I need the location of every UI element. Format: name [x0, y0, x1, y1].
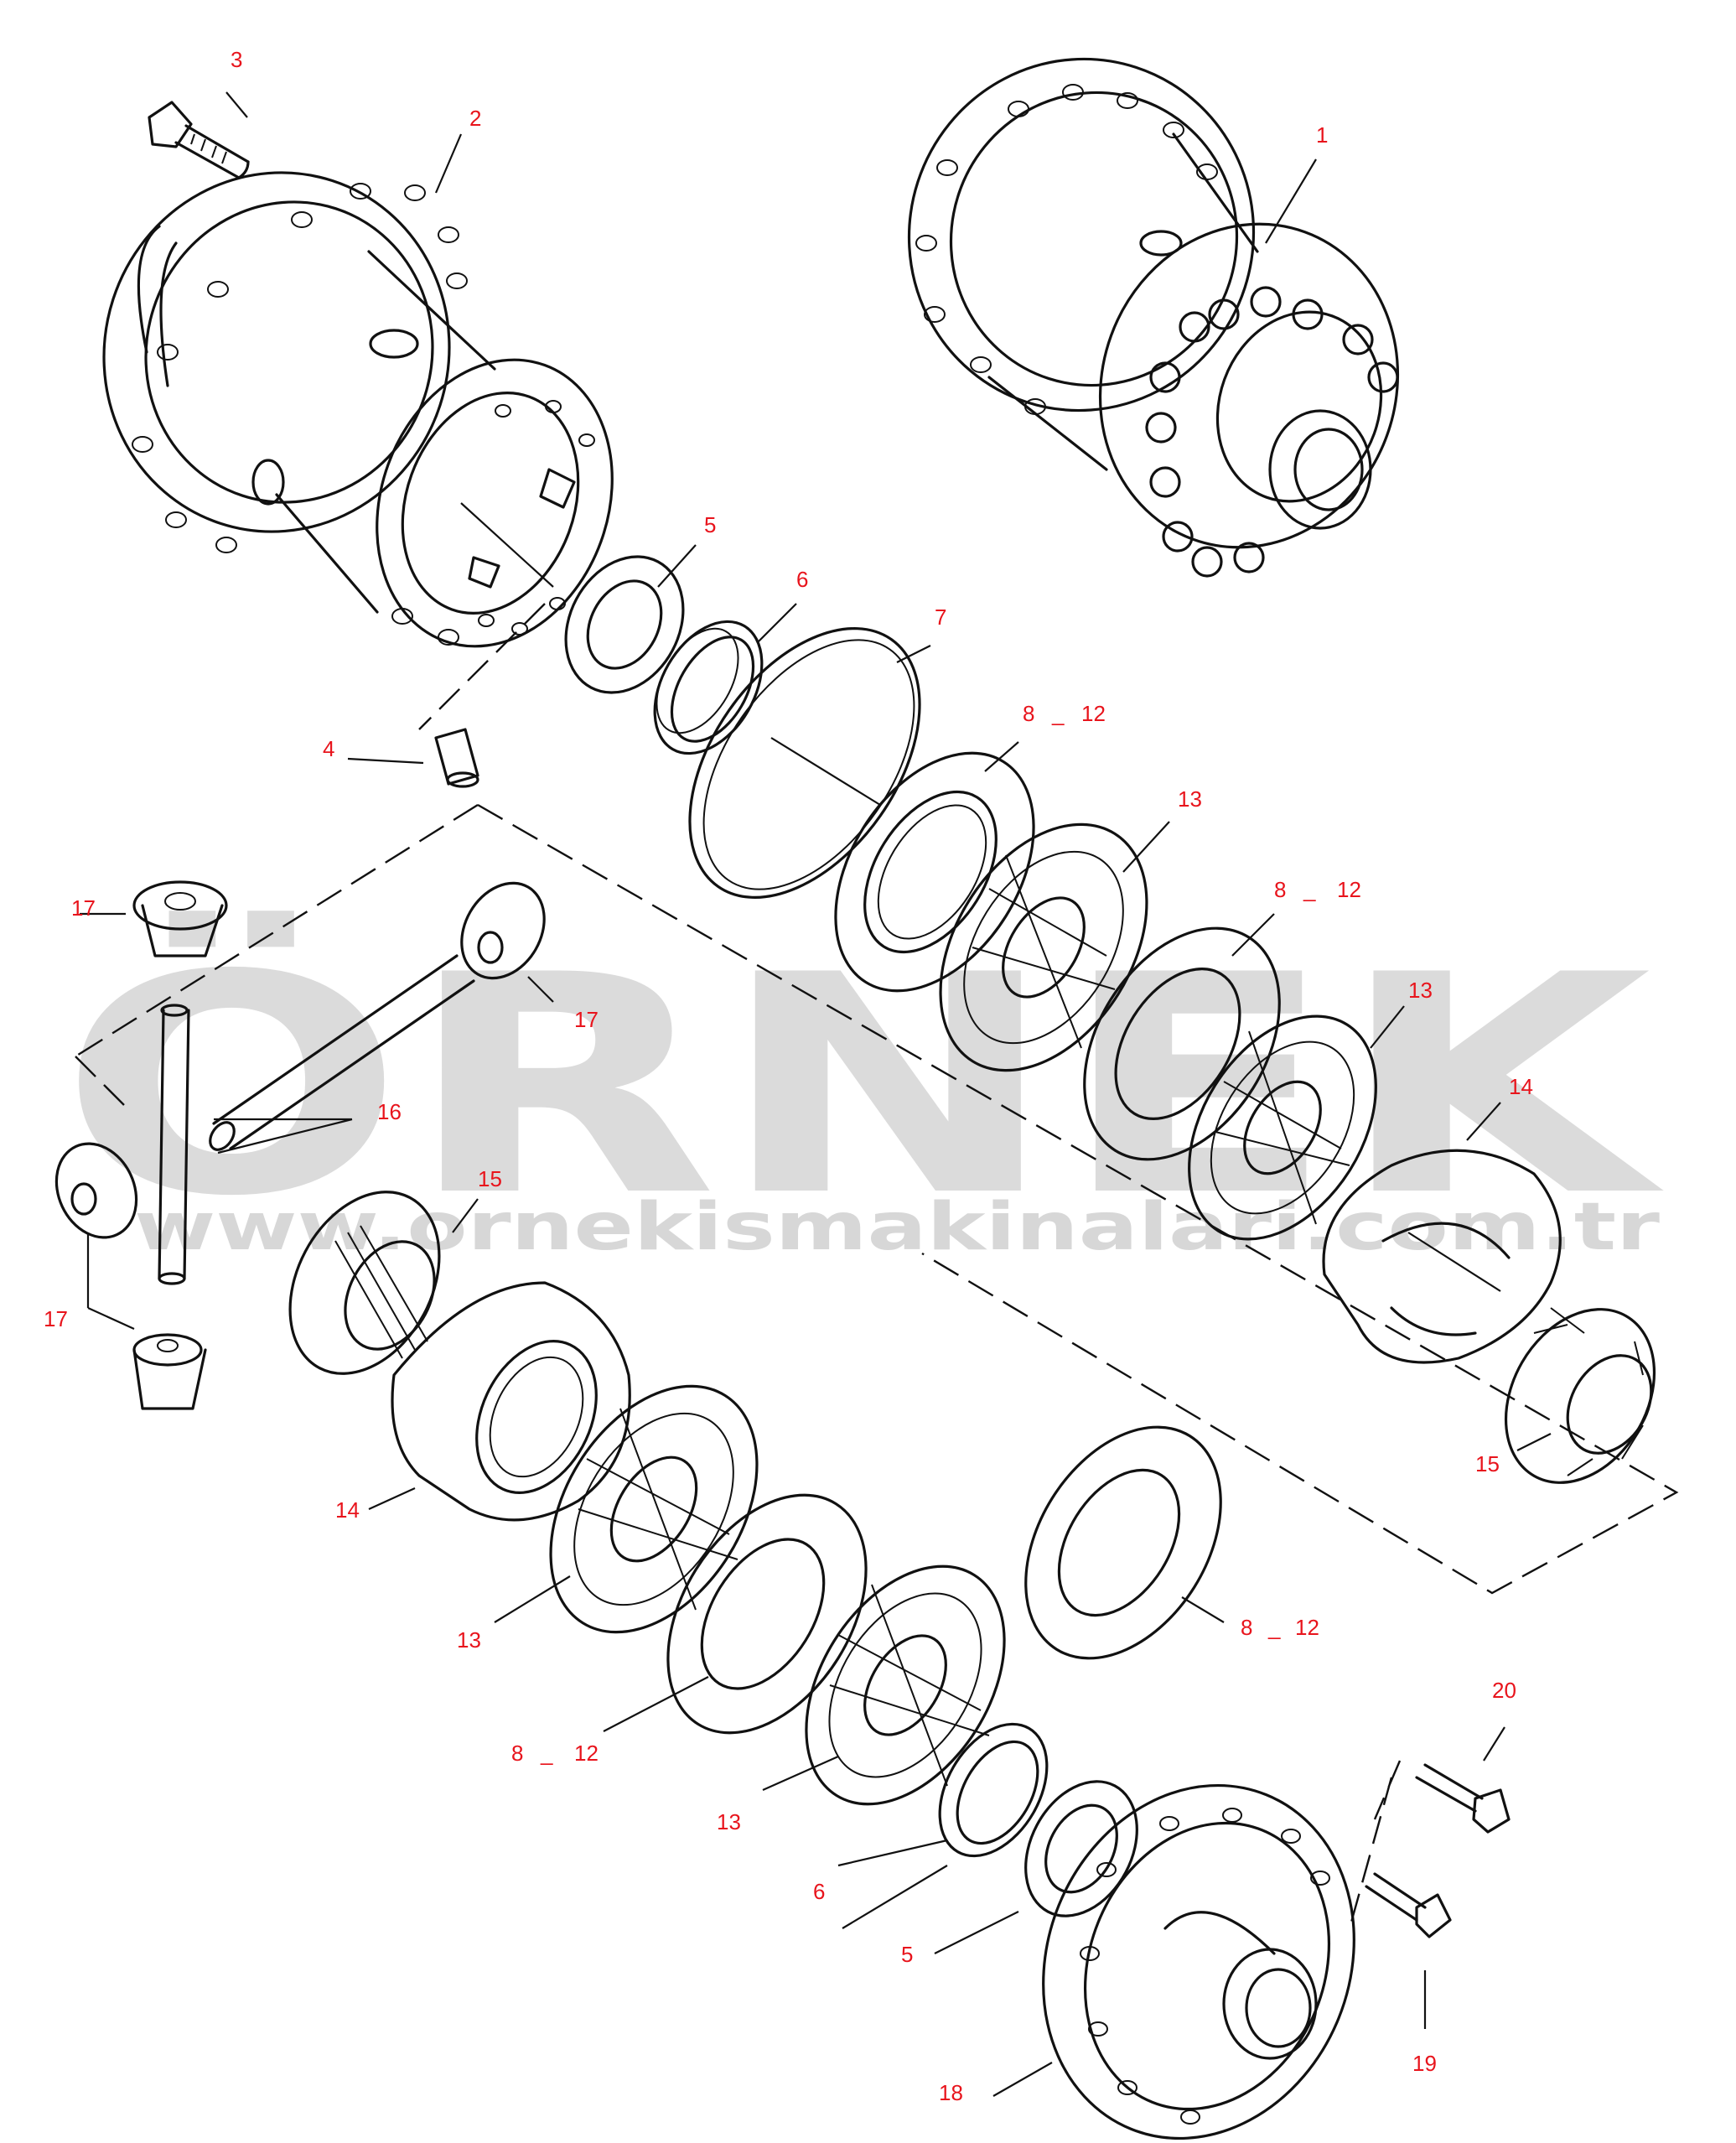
callout-8-12-d-8: 8 [1241, 1615, 1252, 1640]
part-8-12-plate-upper [834, 751, 1035, 993]
assembly-guide-lines [75, 603, 1679, 1929]
pinion-left [54, 1142, 138, 1239]
callout-15-b: 15 [478, 1166, 502, 1191]
part-16-cross-shaft [158, 954, 475, 1285]
pinion-upper-right [460, 881, 546, 980]
callout-8-12-c-8: 8 [511, 1741, 523, 1766]
callout-8-12-d-12: 12 [1295, 1615, 1319, 1640]
part-13-disc-lower-left [549, 1384, 759, 1634]
callout-4: 4 [323, 736, 334, 761]
callout-13-d: 13 [717, 1809, 741, 1834]
callout-8-12-b-8: 8 [1274, 877, 1286, 902]
part-1-differential-assembly [907, 57, 1400, 578]
part-13-disc-upper [939, 822, 1148, 1072]
callout-6-upper: 6 [796, 567, 808, 592]
part-20-bolt [1415, 1763, 1511, 1834]
pinion-top-left [132, 880, 228, 957]
callout-8-12-a-12: 12 [1081, 701, 1106, 726]
callout-8-12-a-dash: _ [1051, 701, 1065, 726]
callout-8-12-d-dash: _ [1267, 1615, 1281, 1640]
callout-5-upper: 5 [704, 512, 716, 537]
watermark-brand: ÖRNEK [59, 908, 1666, 1263]
part-8-12-plate-middle [1083, 926, 1281, 1161]
callout-14-a: 14 [1509, 1074, 1533, 1099]
callout-19: 19 [1412, 2051, 1437, 2076]
callout-8-12-c-dash: _ [540, 1741, 553, 1766]
part-13-disc-middle [1188, 1014, 1377, 1241]
callout-17-c: 17 [44, 1306, 68, 1331]
part-4-pin [434, 728, 479, 788]
part-5-thrust-washer-lower [1024, 1780, 1138, 1917]
part-7-snap-ring [688, 627, 921, 899]
callout-8-12-a-8: 8 [1023, 701, 1034, 726]
part-2-case-half [102, 171, 614, 648]
part-19-bolt [1365, 1872, 1452, 1938]
leader-lines [80, 91, 1552, 2097]
pinion-bottom [132, 1333, 207, 1410]
callout-20: 20 [1492, 1678, 1516, 1703]
part-8-12-plate-lower-right [1024, 1425, 1222, 1660]
part-5-thrust-washer-upper [564, 555, 685, 694]
callout-8-12-b-12: 12 [1337, 877, 1361, 902]
part-17-pinion-gears [54, 880, 546, 1410]
callout-15-a: 15 [1475, 1451, 1500, 1476]
part-6-ring-upper [653, 620, 764, 755]
callout-5-lower: 5 [901, 1942, 913, 1967]
part-13-disc-lower-middle [805, 1564, 1006, 1806]
part-14-pressure-ring-right [1322, 1149, 1562, 1364]
watermark: ÖRNEK www.ornekismakinalari.com.tr [59, 908, 1666, 1266]
callout-16: 16 [377, 1099, 402, 1124]
callout-13-b: 13 [1408, 978, 1433, 1003]
callout-14-b: 14 [335, 1497, 360, 1523]
callout-13-a: 13 [1178, 786, 1202, 812]
callout-18: 18 [939, 2080, 963, 2105]
part-15-side-gear-left [288, 1191, 441, 1375]
callout-1: 1 [1316, 122, 1328, 148]
part-18-case-half-lower [1042, 1783, 1355, 2140]
callout-labels: 1 2 3 4 5 6 7 8 _ 12 13 8 _ 12 13 14 15 … [44, 47, 1533, 2105]
callout-2: 2 [469, 106, 481, 131]
callout-7: 7 [935, 605, 946, 630]
part-14-pressure-ring-left [391, 1281, 631, 1522]
callout-17-b: 17 [574, 1007, 599, 1032]
callout-6-lower: 6 [813, 1879, 825, 1904]
callout-17-a: 17 [71, 895, 96, 921]
part-8-12-plate-lower-middle [666, 1493, 868, 1735]
callout-8-12-b-dash: _ [1303, 877, 1316, 902]
watermark-url: www.ornekismakinalari.com.tr [134, 1190, 1661, 1265]
part-15-side-gear-right [1504, 1307, 1656, 1484]
callout-13-c: 13 [457, 1627, 481, 1653]
callout-8-12-c-12: 12 [574, 1741, 599, 1766]
callout-3: 3 [231, 47, 242, 72]
part-6-ring-lower [938, 1722, 1049, 1858]
part-3-bolt [148, 101, 250, 179]
